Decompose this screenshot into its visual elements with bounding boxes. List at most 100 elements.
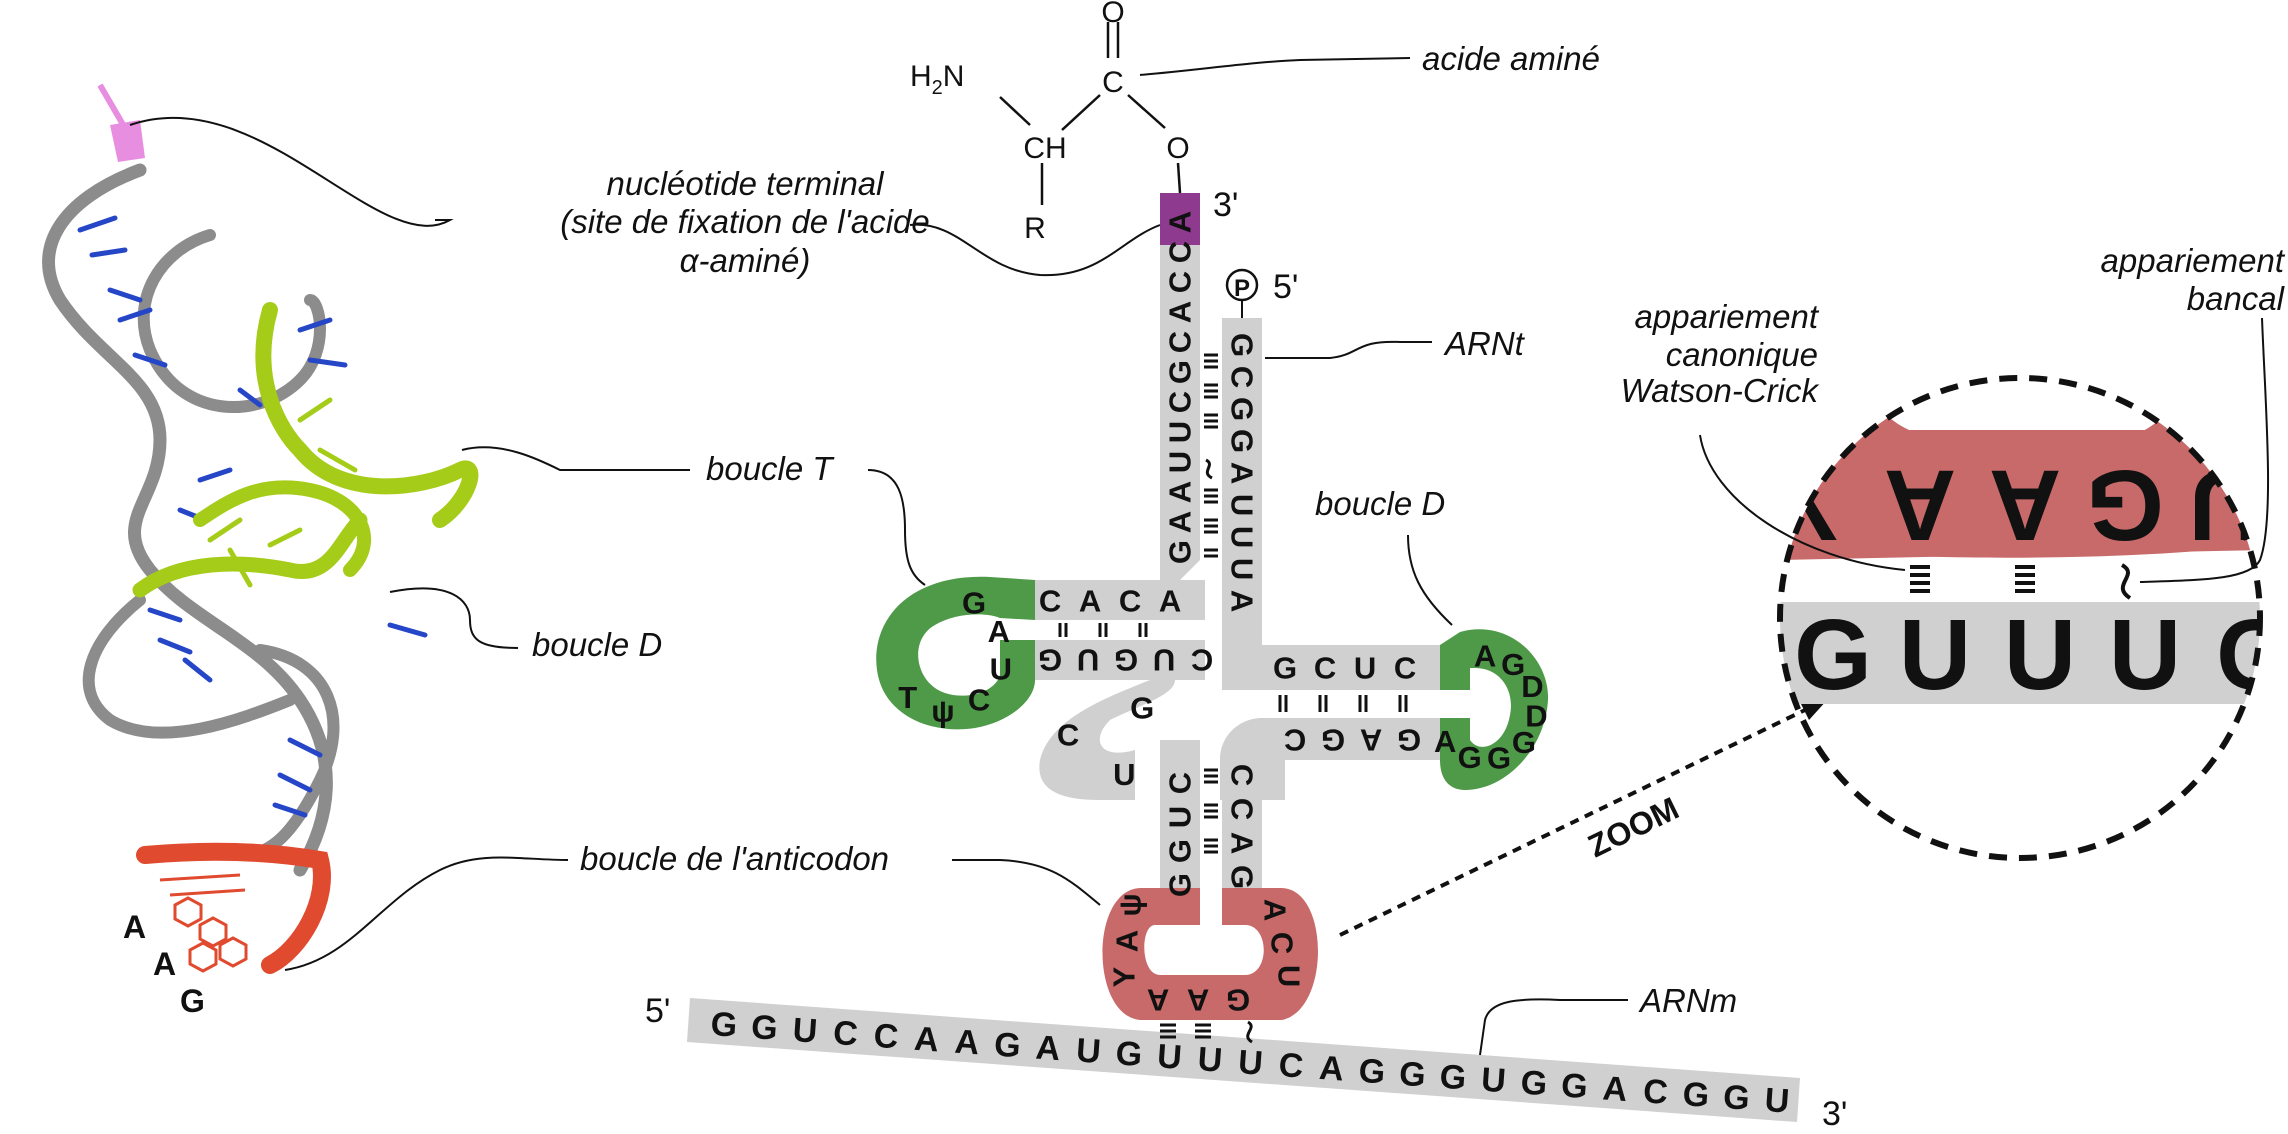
mrna-base: U [1075,1031,1102,1071]
acceptor-5-base: G [1225,397,1260,421]
t-arm-top-base: A [1159,584,1181,619]
leader-nucleotide-left [129,116,454,227]
acceptor-3-base: A [1163,211,1198,233]
ribbon-backbone-2 [137,229,326,413]
leader-anticodon-right [952,859,1101,906]
anticodon-stem-left-base: G [1163,873,1198,897]
anticodon-3d-letter-2: A [153,946,176,982]
leader-anticodon-left [284,856,569,971]
acceptor-5-base: U [1225,494,1260,516]
anticodon-base: G [1226,983,1250,1018]
zoom-trna-base: G [2086,449,2164,561]
d-arm-bottom-base: C [1284,723,1306,758]
acceptor-strand-5 [1222,318,1262,645]
t-loop-base: A [988,614,1010,649]
mrna-base: G [750,1008,779,1048]
d-arm-bottom-base: G [1397,723,1421,758]
d-loop-base: G [1458,740,1482,775]
d-loop-base: G [1487,741,1511,776]
mrna-base: A [953,1023,980,1063]
mrna-base: C [1642,1072,1669,1112]
mrna-base: U [1237,1043,1264,1083]
anticodon-stem-left [1160,740,1200,890]
d-loop-base: A [1434,724,1456,759]
wobble-mark-acceptor [1205,458,1213,480]
leader-boucle-d-left [389,587,519,649]
mrna-base: G [1357,1052,1386,1092]
zoom-mrna-base: U [2004,599,2076,711]
zoom-mrna-band [1780,602,2260,704]
variable-loop-base: G [1130,691,1154,726]
acceptor-3-base: A [1163,301,1198,323]
mrna-base: A [1034,1029,1061,1069]
acceptor-strand-3 [1160,195,1200,600]
variable-loop-base: U [1113,757,1135,792]
t-arm-top [1035,580,1205,620]
label-nucleotide-2: (site de fixation de l'acide [560,203,930,240]
leader-bancal [2139,317,2270,583]
t-loop-base: ψ [931,693,954,728]
t-loop-base: U [990,651,1012,686]
acceptor-5-base: A [1225,462,1260,484]
d-arm-top-base: C [1394,651,1416,686]
ribbon-backbone [42,163,333,877]
acceptor-5-base: U [1225,558,1260,580]
t-loop-base: C [968,682,990,717]
t-arm-top-base: A [1079,584,1101,619]
zoom-circle [1777,375,2263,861]
anticodon-stem-right [1222,760,1262,890]
label-canon-1: appariement [1635,298,1820,335]
t-arm-bottom-base: C [1191,643,1213,678]
zoom-pair-marks [1910,565,2035,593]
acceptor-5-base: A [1225,590,1260,612]
anticodon-stem-right-base: C [1225,798,1260,820]
acceptor-3-base: C [1163,241,1198,263]
anticodon-stem-left-base: U [1163,806,1198,828]
t-arm-top-base: C [1039,584,1061,619]
mrna-base: U [1156,1037,1183,1077]
anticodon-loop [1102,888,1318,1020]
mrna-base: G [1398,1055,1427,1095]
t-arm-bottom [1035,640,1205,680]
acceptor-3-base: C [1163,331,1198,353]
zoom-mrna-base: G [2216,599,2288,711]
mrna-strip [687,998,1800,1122]
carbonyl-carbon: C [1102,66,1124,99]
anticodon-stem-right-base: C [1225,764,1260,786]
wobble-mark [1246,1020,1253,1044]
d-arm-top [1222,645,1440,690]
ester-oxygen: O [1166,132,1189,165]
acceptor-3-base: U [1163,421,1198,443]
mrna-base: U [1480,1061,1507,1101]
zoom-mrna-base: G [1794,599,1872,711]
side-chain-r: R [1024,212,1046,245]
anticodon-loop-right-base: C [1265,932,1300,954]
acceptor-3-base: U [1163,451,1198,473]
trna-5-end: 5' [1273,268,1298,306]
acceptor-5-base: C [1225,366,1260,388]
acceptor-5-base: G [1225,429,1260,453]
zoom-trna-base: U [2189,449,2261,561]
anticodon-3d-letter-1: A [123,909,146,945]
d-loop-base: A [1474,639,1496,674]
label-canon-2: canonique [1666,336,1818,373]
amine-group: H2N [910,60,964,99]
mrna-base: U [791,1011,818,1051]
leader-nucleotide-right [909,223,1161,277]
leader-boucle-t-right [867,469,926,586]
t-loop-base: G [962,585,986,620]
mrna-base: U [1196,1040,1223,1080]
terminal-nucleotide-stick [97,83,128,130]
ribbon-backbone-3 [82,594,296,739]
mrna-base: C [872,1017,899,1057]
d-arm-bottom-base: A [1360,723,1382,758]
d-loop-base: D [1525,698,1547,733]
mrna-base: C [1277,1046,1304,1086]
mrna-base: G [1560,1066,1589,1106]
d-arm-bottom [1220,718,1440,800]
label-acide-amine: acide aminé [1422,40,1600,77]
base-pair-marks [1058,353,1408,1039]
bases-green [207,397,358,588]
mrna-base: G [993,1026,1022,1066]
label-nucleotide-3: α-aminé) [680,242,811,279]
